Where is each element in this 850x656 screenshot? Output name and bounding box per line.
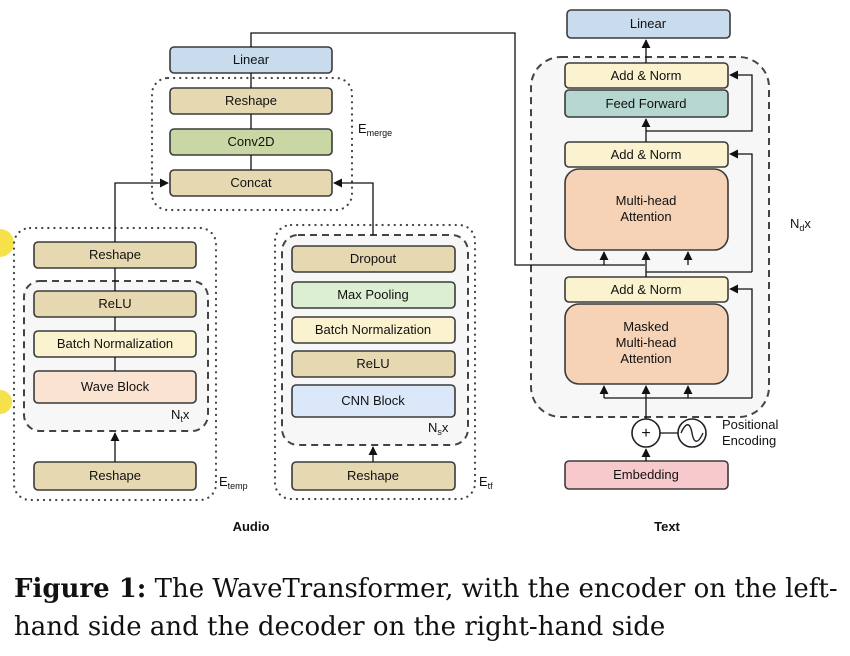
e-merge-container [150,76,354,212]
concat-label: Concat [230,175,272,190]
reshape-tf-label: Reshape [347,468,399,483]
relu-tf-label: ReLU [356,356,389,371]
linear-decoder-box [566,9,731,39]
batch-norm-tf-label: Batch Normalization [315,322,431,337]
batch-norm-temp-label: Batch Normalization [57,336,173,351]
decoder-repeat-label: Ndx [790,216,811,233]
e-tf-container [273,223,477,501]
feed-forward-label: Feed Forward [606,96,687,111]
multi-head-attention-box [564,168,729,251]
relu-temp-label: ReLU [98,296,131,311]
wave-block-label: Wave Block [81,379,150,394]
mha-label-line2: Attention [620,209,671,224]
masked-label-line3: Attention [620,351,671,366]
reshape-temp-bottom-label: Reshape [89,468,141,483]
residual-ff [646,70,753,132]
max-pooling-box [291,281,456,309]
conv2d-label: Conv2D [228,134,275,149]
reshape-temp-top-label: Reshape [89,247,141,262]
add-norm-bottom-label: Add & Norm [611,282,682,297]
masked-label-line1: Masked [623,319,669,334]
add-operator-symbol: + [641,425,650,442]
wave-repeat-label: Ntx [171,407,190,424]
max-pooling-label: Max Pooling [337,287,409,302]
audio-title: Audio [233,519,270,534]
dropout-label: Dropout [350,251,397,266]
cnn-repeat-label: Nsx [428,420,449,437]
sine-wave-curve [680,424,704,442]
e-merge-label: Emerge [358,121,392,138]
pos-enc-line1: Positional [722,417,778,432]
e-tf-label: Etf [479,474,493,491]
dropout-box [291,245,456,273]
highlight-mark-bottom [0,390,12,414]
residual-mha [729,149,753,272]
batch-norm-tf-box [291,316,456,344]
arrow-temp-to-concat [114,178,169,242]
cnn-block-box [291,384,456,418]
reshape-merge-label: Reshape [225,93,277,108]
caption-label: Figure 1: [14,574,147,604]
feed-forward-box [564,89,729,118]
text-title: Text [654,519,680,534]
highlight-mark-top [0,229,14,257]
linear-decoder-label: Linear [630,16,667,31]
e-temp-label: Etemp [219,474,248,491]
linear-encoder-label: Linear [233,52,270,67]
masked-label-line2: Multi-head [616,335,677,350]
pos-enc-line2: Encoding [722,433,776,448]
residual-masked [729,284,753,398]
arrow-tf-to-concat [333,178,374,235]
architecture-diagram: Emerge Etemp Ntx Etf Nsx Linear Reshape … [0,9,811,534]
caption-text: The WaveTransformer, with the encoder on… [14,574,838,642]
cnn-block-label: CNN Block [341,393,405,408]
mha-label-line1: Multi-head [616,193,677,208]
masked-attention-box [564,303,729,385]
relu-tf-box [291,350,456,378]
add-norm-top-label: Add & Norm [611,68,682,83]
figure-caption: Figure 1: The WaveTransformer, with the … [14,570,844,646]
encoder-output-path [250,32,645,266]
add-norm-mid-label: Add & Norm [611,147,682,162]
embedding-label: Embedding [613,467,679,482]
